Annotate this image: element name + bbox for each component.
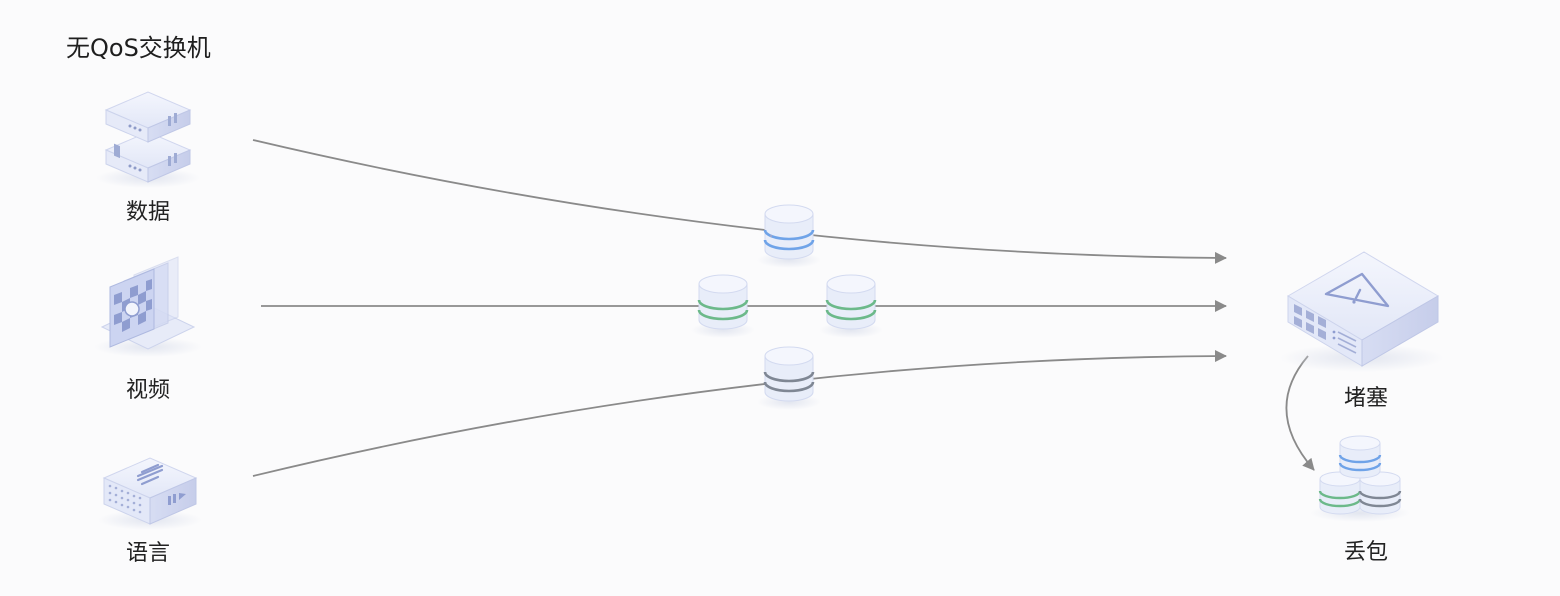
drop-arrow (1286, 356, 1314, 470)
packet-loss-label: 丢包 (1344, 534, 1388, 566)
video-source-label: 视频 (126, 372, 170, 404)
voice-packet-icon (757, 347, 821, 410)
video-frames-icon (94, 257, 202, 357)
voice-flow-arrow (253, 356, 1226, 476)
congestion-label: 堵塞 (1344, 380, 1388, 412)
switch-warning-icon (1280, 252, 1444, 372)
server-stack-icon (96, 92, 200, 188)
data-packet-icon (757, 205, 821, 268)
speaker-box-icon (98, 458, 202, 530)
video-packet-icon (691, 275, 755, 338)
video-packet-icon (819, 275, 883, 338)
voice-source-label: 语言 (126, 535, 170, 567)
data-source-label: 数据 (126, 194, 170, 226)
dropped-packets-icon (1310, 436, 1410, 522)
data-flow-arrow (253, 140, 1226, 258)
